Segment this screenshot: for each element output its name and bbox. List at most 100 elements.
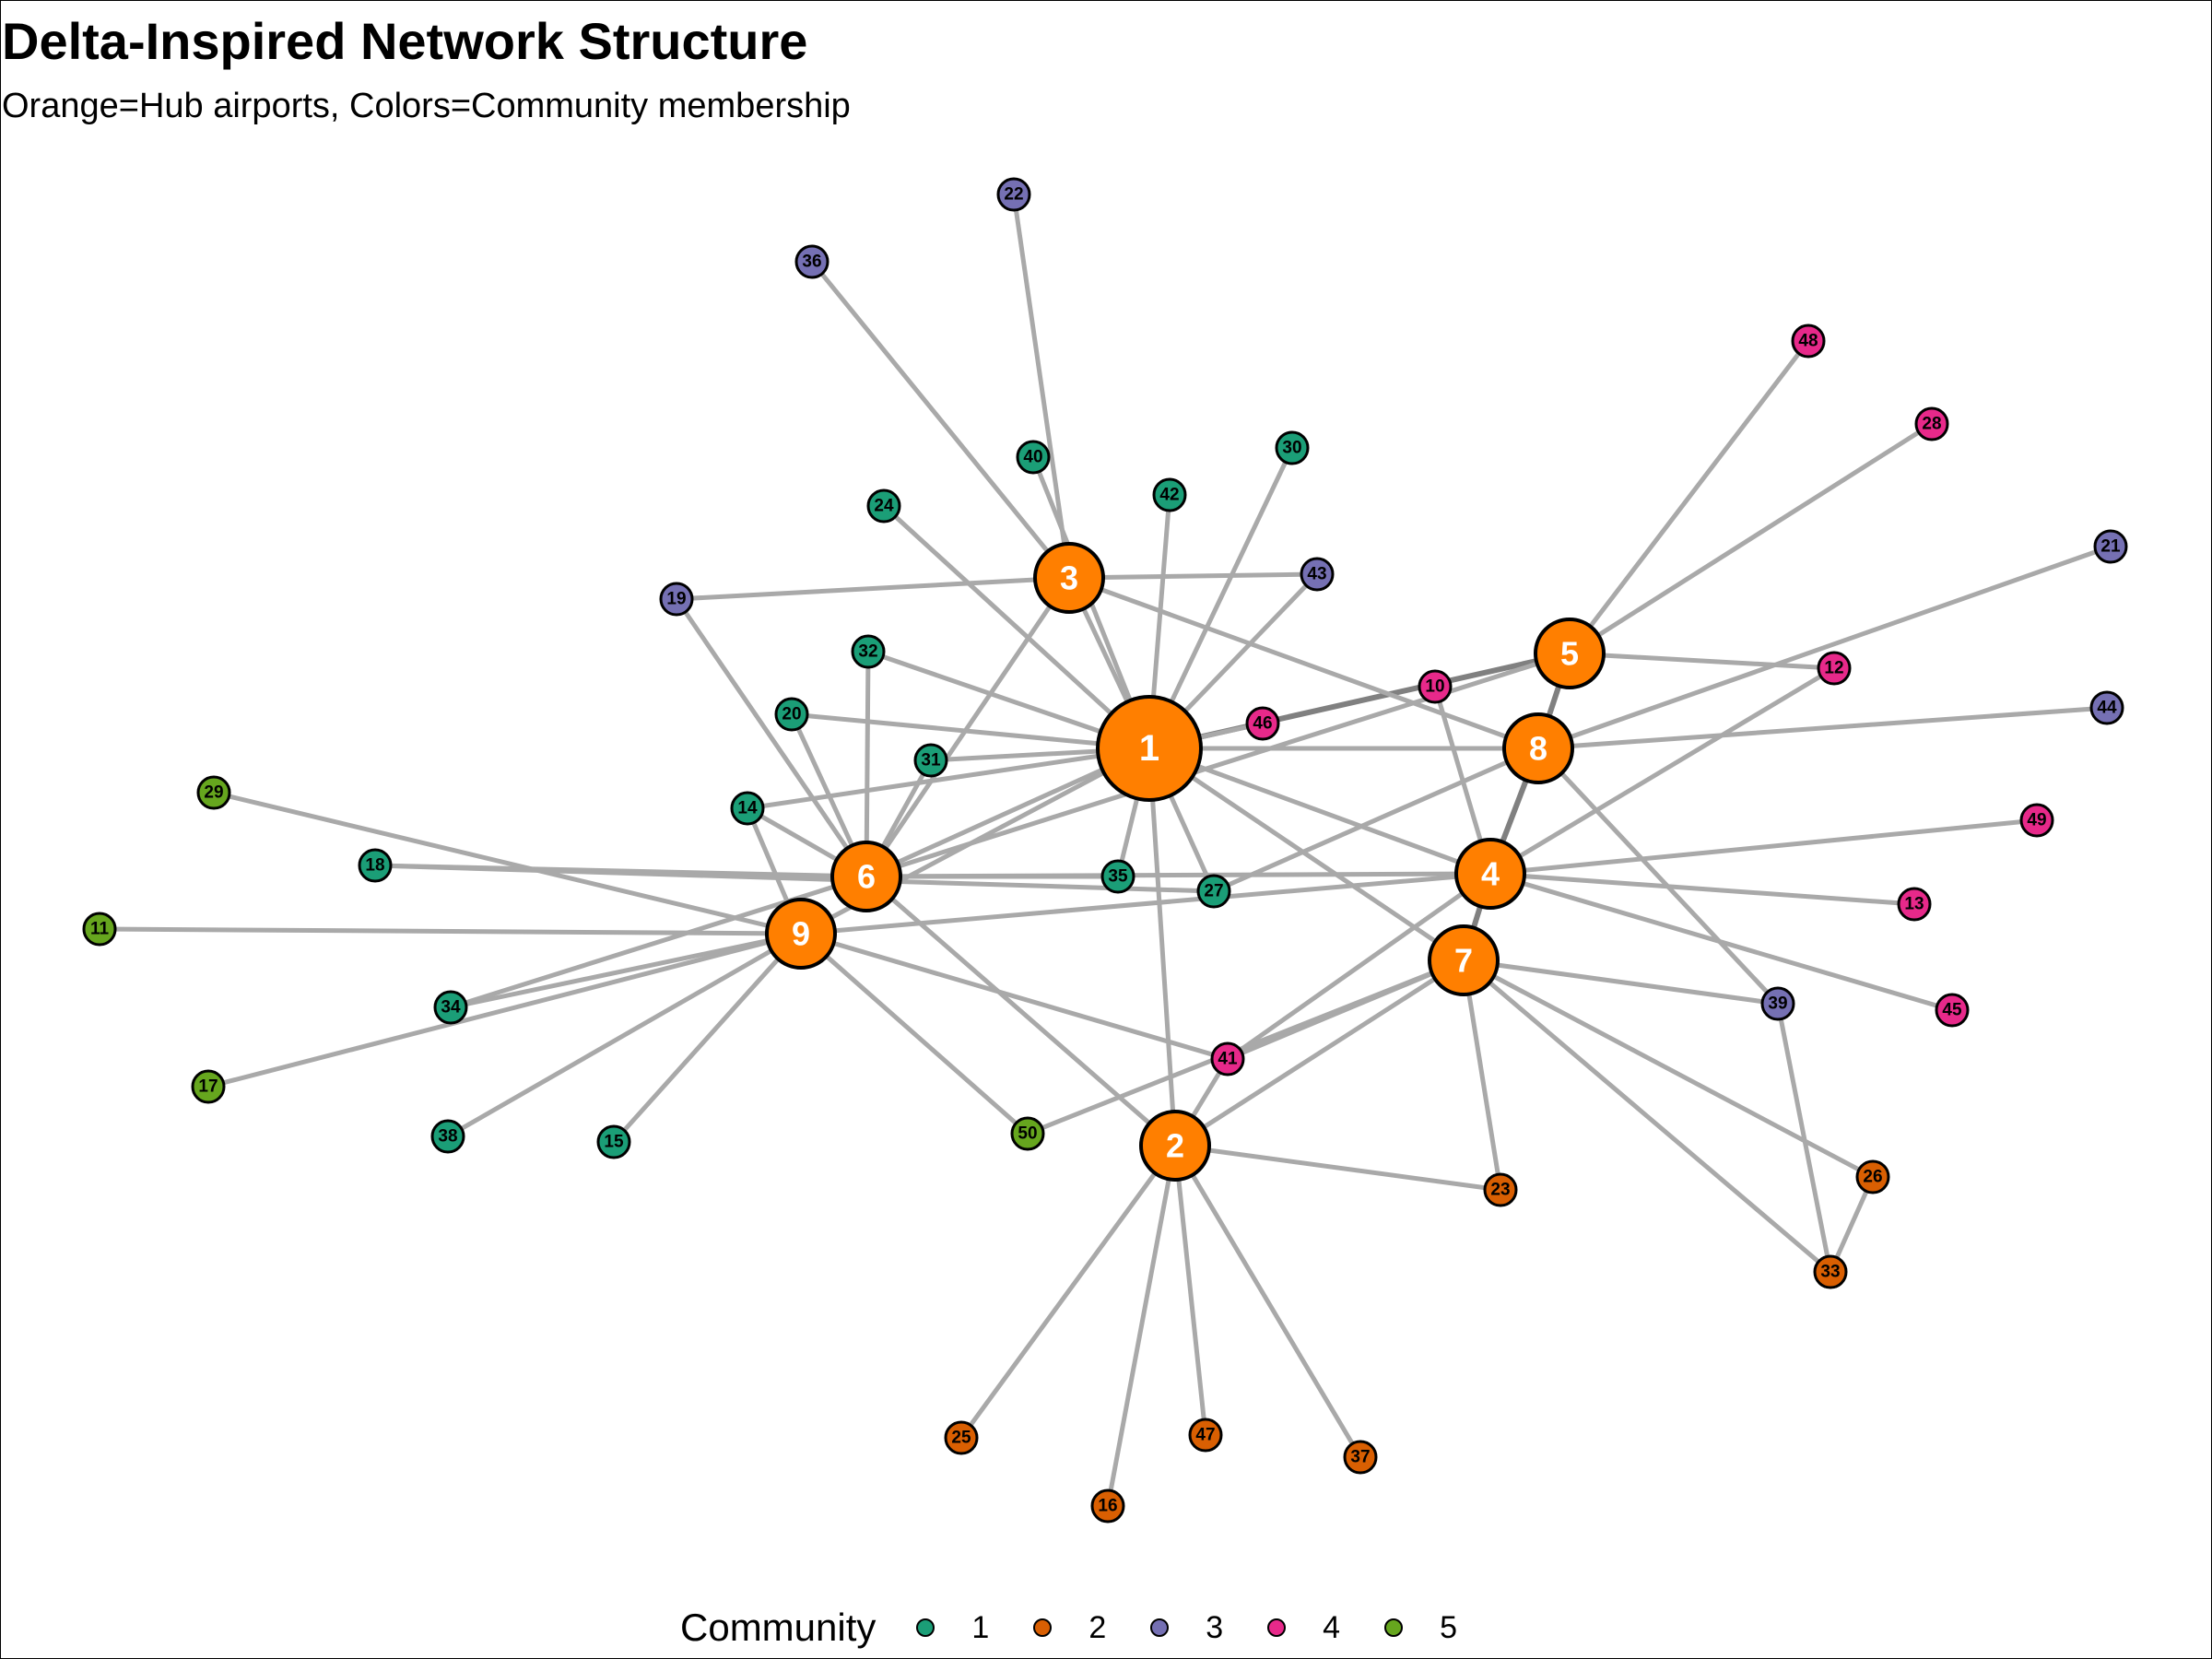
node-label-21: 21 <box>2100 537 2121 557</box>
node-23: 23 <box>1483 1172 1518 1207</box>
node-9: 9 <box>765 898 837 970</box>
node-12: 12 <box>1817 651 1852 686</box>
node-25: 25 <box>944 1420 979 1455</box>
node-37: 37 <box>1343 1440 1378 1475</box>
node-circle-9 <box>765 898 837 970</box>
edge-4-49 <box>1488 818 2040 877</box>
node-circle-46 <box>1245 706 1280 741</box>
edge-3-22 <box>1011 192 1072 581</box>
node-label-46: 46 <box>1253 714 1272 734</box>
node-8: 8 <box>1502 712 1574 784</box>
legend-label-5: 5 <box>1440 1609 1457 1645</box>
node-15: 15 <box>596 1124 631 1159</box>
edge-4-9 <box>798 871 1493 936</box>
edge-4-41 <box>1225 871 1493 1062</box>
node-26: 26 <box>1855 1159 1890 1194</box>
node-39: 39 <box>1760 986 1795 1021</box>
node-circle-19 <box>659 582 694 617</box>
legend-item-3: 3 <box>1150 1610 1223 1646</box>
node-50: 50 <box>1010 1116 1045 1151</box>
node-circle-28 <box>1914 406 1949 441</box>
node-circle-24 <box>866 488 901 524</box>
node-label-50: 50 <box>1018 1124 1037 1144</box>
node-label-28: 28 <box>1922 415 1941 434</box>
node-circle-44 <box>2089 690 2124 725</box>
node-label-32: 32 <box>858 642 877 662</box>
node-label-8: 8 <box>1529 730 1547 768</box>
edge-39-33 <box>1775 1001 1833 1275</box>
edge-1-4 <box>1147 746 1493 877</box>
edge-1-30 <box>1147 445 1295 751</box>
node-circle-25 <box>944 1420 979 1455</box>
legend-label-1: 1 <box>971 1609 990 1645</box>
edge-3-19 <box>674 575 1072 602</box>
node-circle-3 <box>1033 542 1105 614</box>
node-circle-4 <box>1454 838 1526 910</box>
node-17: 17 <box>191 1069 226 1104</box>
node-circle-37 <box>1343 1440 1378 1475</box>
node-circle-45 <box>1935 993 1970 1028</box>
node-label-31: 31 <box>921 751 941 771</box>
node-label-25: 25 <box>951 1429 971 1448</box>
node-4: 4 <box>1454 838 1526 910</box>
edge-9-38 <box>445 931 804 1139</box>
legend-swatch-4 <box>1267 1618 1287 1637</box>
node-circle-31 <box>913 743 948 778</box>
node-label-38: 38 <box>438 1127 457 1147</box>
node-label-26: 26 <box>1863 1168 1882 1187</box>
node-31: 31 <box>913 743 948 778</box>
node-label-30: 30 <box>1282 439 1301 458</box>
node-14: 14 <box>730 791 765 826</box>
legend-label-4: 4 <box>1323 1609 1341 1645</box>
node-circle-7 <box>1428 924 1500 996</box>
node-label-23: 23 <box>1490 1181 1510 1200</box>
legend: Community 1 2 3 4 5 <box>680 1602 1501 1653</box>
node-label-36: 36 <box>802 253 821 272</box>
node-circle-34 <box>433 990 468 1025</box>
node-label-22: 22 <box>1004 185 1023 205</box>
node-label-17: 17 <box>198 1077 218 1097</box>
node-35: 35 <box>1100 859 1135 894</box>
chart-subtitle: Orange=Hub airports, Colors=Community me… <box>2 87 851 125</box>
edge-1-24 <box>881 503 1152 751</box>
edge-3-36 <box>809 259 1072 581</box>
edge-3-8 <box>1066 575 1541 751</box>
node-36: 36 <box>794 244 830 279</box>
node-7: 7 <box>1428 924 1500 996</box>
node-label-39: 39 <box>1768 994 1787 1014</box>
node-circle-10 <box>1418 669 1453 704</box>
legend-item-5: 5 <box>1384 1610 1457 1646</box>
node-circle-33 <box>1813 1254 1848 1289</box>
edge-26-33 <box>1828 1174 1876 1275</box>
node-circle-30 <box>1275 430 1310 465</box>
node-label-2: 2 <box>1166 1127 1184 1165</box>
node-29: 29 <box>196 775 231 810</box>
node-circle-1 <box>1096 695 1203 802</box>
node-label-14: 14 <box>737 799 758 818</box>
node-circle-26 <box>1855 1159 1890 1194</box>
node-27: 27 <box>1196 874 1231 909</box>
node-47: 47 <box>1188 1418 1223 1453</box>
edge-8-21 <box>1535 544 2113 751</box>
legend-item-2: 2 <box>1033 1610 1106 1646</box>
node-label-5: 5 <box>1560 635 1579 673</box>
node-24: 24 <box>866 488 901 524</box>
edge-1-7 <box>1147 746 1466 963</box>
edge-2-25 <box>959 1143 1178 1441</box>
edge-9-15 <box>611 931 804 1145</box>
edge-6-32 <box>864 649 871 879</box>
node-circle-21 <box>2093 529 2128 564</box>
edge-7-39 <box>1461 958 1781 1006</box>
node-label-37: 37 <box>1350 1448 1370 1467</box>
edge-8-27 <box>1211 746 1541 894</box>
legend-label-3: 3 <box>1206 1609 1224 1645</box>
node-49: 49 <box>2019 803 2054 838</box>
node-circle-41 <box>1210 1041 1245 1077</box>
node-label-7: 7 <box>1454 942 1473 980</box>
edge-9-17 <box>206 931 804 1089</box>
node-5: 5 <box>1534 618 1606 689</box>
node-label-49: 49 <box>2027 811 2046 830</box>
node-40: 40 <box>1016 440 1051 475</box>
node-label-29: 29 <box>204 783 223 803</box>
